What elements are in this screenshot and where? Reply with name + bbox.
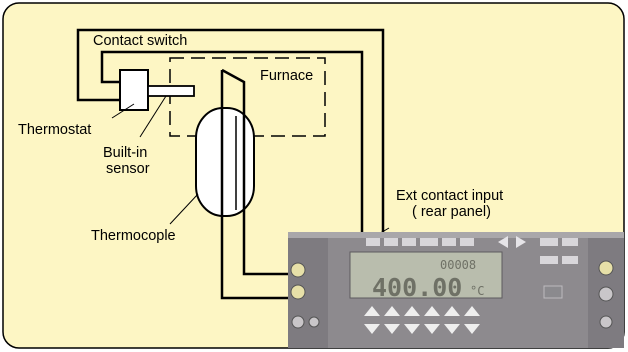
top-button-4[interactable] <box>420 238 438 246</box>
top-button-7[interactable] <box>540 238 558 246</box>
right-knob-bottom[interactable] <box>600 316 612 328</box>
top-button-8[interactable] <box>562 238 578 246</box>
top-button-2[interactable] <box>384 238 398 246</box>
lcd-top-readout: 00008 <box>440 258 476 272</box>
furnace-label: Furnace <box>260 68 313 84</box>
builtin-sensor-label-line2: sensor <box>106 161 150 177</box>
left-knob-bottom[interactable] <box>292 316 304 328</box>
top-button-1[interactable] <box>366 238 380 246</box>
top-button-3[interactable] <box>402 238 416 246</box>
left-knob-middle[interactable] <box>291 285 305 299</box>
lcd-main-readout: 400.00 <box>372 273 462 302</box>
top-button-6[interactable] <box>460 238 474 246</box>
builtin-sensor-label-line1: Built-in <box>103 145 147 161</box>
instrument-panel: 00008 400.00 °C <box>288 232 624 348</box>
left-knob-top[interactable] <box>291 263 305 277</box>
side-button-2[interactable] <box>562 256 578 264</box>
ext-input-label-line1: Ext contact input <box>396 188 503 204</box>
thermocouple-label: Thermocople <box>91 228 176 244</box>
lcd-unit: °C <box>470 284 484 298</box>
thermostat-label: Thermostat <box>18 122 91 138</box>
left-knob-small[interactable] <box>309 317 319 327</box>
ext-input-label-line2: ( rear panel) <box>412 204 491 220</box>
builtin-sensor-probe <box>148 86 194 96</box>
top-button-5[interactable] <box>442 238 456 246</box>
right-knob-middle[interactable] <box>599 287 613 301</box>
side-button-1[interactable] <box>540 256 558 264</box>
panel-top-strip <box>288 232 624 238</box>
right-knob-top[interactable] <box>599 261 613 275</box>
contact-switch-label: Contact switch <box>93 33 187 49</box>
side-button-3[interactable] <box>544 286 562 298</box>
thermocouple-capsule <box>196 108 254 216</box>
